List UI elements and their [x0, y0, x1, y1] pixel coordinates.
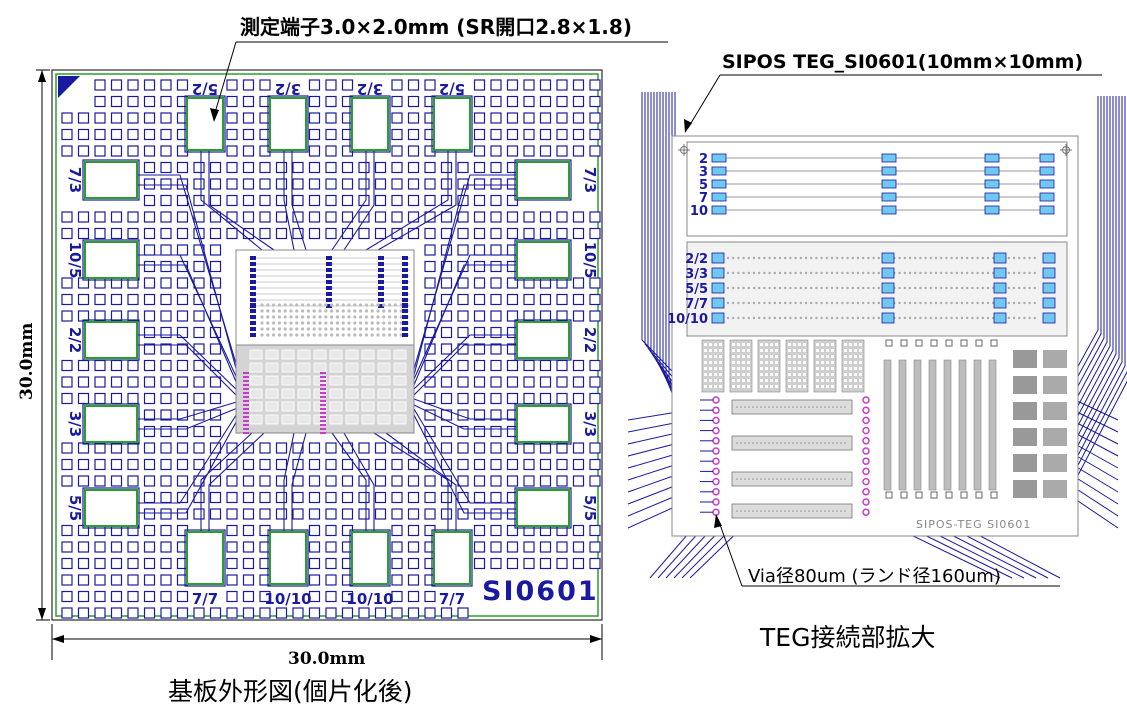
pad-bottom-1: [267, 529, 309, 587]
teg-title-callout: SIPOS TEG_SI0601(10mm×10mm): [684, 51, 1102, 133]
pad-left-0: [82, 159, 140, 201]
teg-upper-row-label-4: 10: [690, 204, 708, 219]
dimension-width: 30.0mm: [51, 624, 603, 669]
pad-bottom-0: [184, 529, 226, 587]
corner-index-mark: [58, 76, 80, 98]
pad-right-4: [514, 487, 572, 529]
teg-upper-row-label-2: 5: [699, 178, 708, 193]
pad-label-right-0: 7/3: [581, 167, 599, 193]
teg-lower-row-label-3: 7/7: [685, 297, 708, 312]
pad-label-bottom-2: 10/10: [346, 590, 393, 608]
pad-left-3: [82, 403, 140, 445]
measurement-pads: 5/2 3/2 3/2 5/2 7/7 10/10 10/10 7/7 7/3 10/5 2/2 3/…: [66, 80, 599, 608]
board-logo: SI0601: [482, 576, 599, 607]
terminal-annotation: 測定端子3.0×2.0mm (SR開口2.8×1.8): [240, 15, 632, 39]
dimension-height: 30.0mm: [17, 69, 50, 621]
pad-label-bottom-0: 7/7: [192, 590, 218, 608]
pad-label-top-0: 5/2: [192, 80, 218, 98]
pad-label-right-4: 5/5: [581, 495, 599, 521]
pad-label-bottom-1: 10/10: [264, 590, 311, 608]
teg-title: SIPOS TEG_SI0601(10mm×10mm): [722, 51, 1083, 73]
pad-label-left-3: 3/3: [66, 411, 84, 437]
pad-right-1: [514, 239, 572, 281]
teg-lower-row-label-4: 10/10: [667, 312, 708, 327]
left-caption: 基板外形図(個片化後): [168, 677, 413, 706]
dimension-width-label: 30.0mm: [288, 649, 365, 669]
teg-lower-row-label-2: 5/5: [685, 282, 708, 297]
pad-label-top-2: 3/2: [357, 80, 383, 98]
pad-label-right-2: 2/2: [581, 327, 599, 353]
pad-top-0: [184, 95, 226, 153]
teg-upper-block: [686, 141, 1068, 237]
via-callout: Via径80um (ランド径160um): [714, 514, 1060, 587]
teg-logo: SIPOS-TEG SI0601: [916, 518, 1031, 531]
terminal-callout: 測定端子3.0×2.0mm (SR開口2.8×1.8): [210, 15, 668, 122]
teg-lower-row-label-0: 2/2: [685, 252, 708, 267]
pad-left-4: [82, 487, 140, 529]
pad-label-left-1: 10/5: [66, 242, 84, 279]
pad-left-2: [82, 319, 140, 361]
pad-label-left-4: 5/5: [66, 495, 84, 521]
pad-bottom-2: [349, 529, 391, 587]
teg-upper-row-label-1: 3: [699, 165, 708, 180]
pad-right-3: [514, 403, 572, 445]
teg-upper-row-label-3: 7: [699, 191, 708, 206]
pad-label-bottom-3: 7/7: [439, 590, 465, 608]
pad-right-2: [514, 319, 572, 361]
pad-right-0: [514, 159, 572, 201]
trace-lines: [137, 150, 517, 532]
teg-upper-row-label-0: 2: [699, 152, 708, 167]
board-outline-drawing: 5/2 3/2 3/2 5/2 7/7 10/10 10/10 7/7 7/3 10/5 2/2 3/…: [51, 69, 603, 621]
pad-label-left-0: 7/3: [66, 167, 84, 193]
teg-lower-row-label-1: 3/3: [685, 267, 708, 282]
pad-label-left-2: 2/2: [66, 327, 84, 353]
center-teg-area: [235, 249, 415, 434]
pad-top-1: [267, 95, 309, 153]
pad-left-1: [82, 239, 140, 281]
pad-label-right-1: 10/5: [581, 242, 599, 279]
pad-top-3: [431, 95, 473, 153]
dimension-height-label: 30.0mm: [17, 323, 37, 400]
pad-label-right-3: 3/3: [581, 411, 599, 437]
pad-bottom-3: [431, 529, 473, 587]
right-caption: TEG接続部拡大: [759, 623, 935, 652]
pad-label-top-1: 3/2: [275, 80, 301, 98]
via-annotation: Via径80um (ランド径160um): [748, 566, 1001, 587]
pad-top-2: [349, 95, 391, 153]
pad-label-top-3: 5/2: [439, 80, 465, 98]
